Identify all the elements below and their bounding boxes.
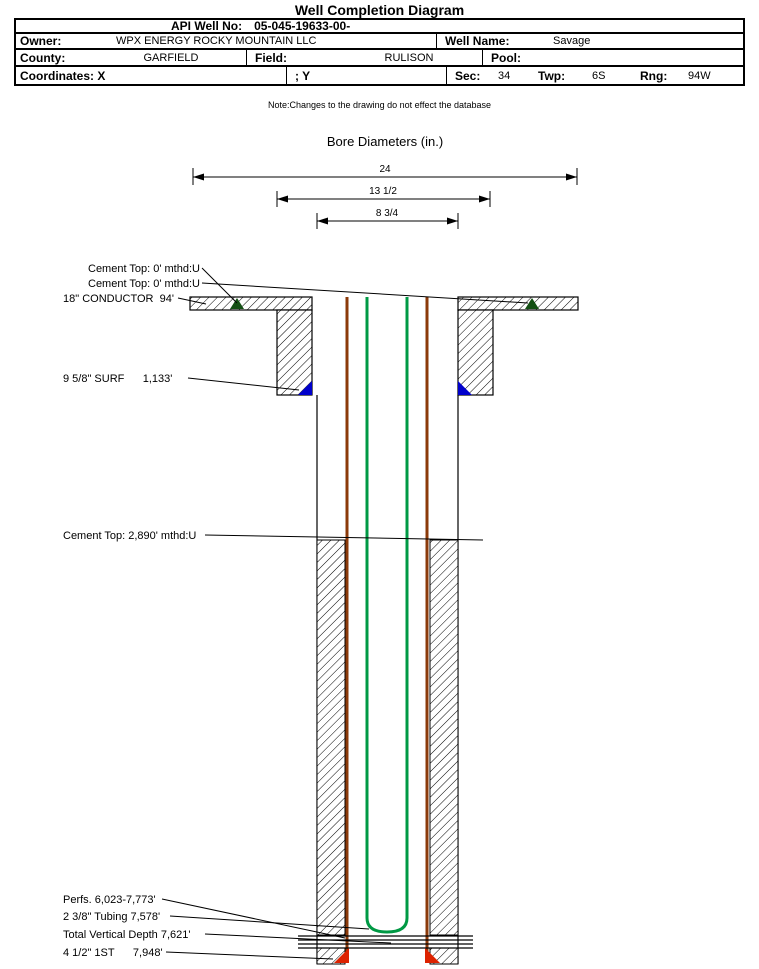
leader-perforations bbox=[161, 898, 346, 939]
label-cement-top-conductor: Cement Top: 0' mthd:U bbox=[88, 263, 200, 275]
api-value: 05-045-19633-00- bbox=[254, 20, 351, 33]
dim-arrow-left bbox=[317, 217, 328, 225]
page-title: Well Completion Diagram bbox=[294, 2, 465, 18]
production-shoe-right-icon bbox=[425, 948, 440, 963]
bore-dim-label-24: 24 bbox=[379, 164, 391, 175]
dim-arrow-right bbox=[566, 173, 577, 181]
pool-label: Pool: bbox=[482, 50, 743, 65]
leader-lines bbox=[161, 267, 529, 960]
leader-conductor bbox=[177, 297, 207, 305]
conductor-flange-right bbox=[457, 296, 579, 311]
owner-label: Owner: bbox=[20, 34, 62, 48]
label-cement-top-surface: Cement Top: 0' mthd:U bbox=[88, 278, 200, 290]
surface-casing-cement-left bbox=[276, 309, 313, 396]
well-info-table: API Well No: 05-045-19633-00- Owner: WPX… bbox=[14, 18, 745, 86]
county-value: GARFIELD bbox=[143, 51, 199, 64]
owner-value: WPX ENERGY ROCKY MOUNTAIN LLC bbox=[116, 35, 317, 47]
tubing-string bbox=[365, 297, 409, 934]
coordinates-label: Coordinates: X bbox=[20, 68, 106, 83]
dim-arrow-right bbox=[447, 217, 458, 225]
label-tvd: Total Vertical Depth 7,621' bbox=[63, 929, 190, 941]
dim-arrow-left bbox=[193, 173, 204, 181]
leader-tvd bbox=[204, 933, 392, 944]
bore-diameters-title: Bore Diameters (in.) bbox=[327, 134, 443, 149]
bore-dim-label-13-1-2: 13 1/2 bbox=[369, 186, 397, 197]
dim-arrow-right bbox=[479, 195, 490, 203]
label-tubing: 2 3/8" Tubing 7,578' bbox=[63, 911, 160, 923]
cement-top-marker-right bbox=[525, 298, 539, 309]
annotation-labels: Cement Top: 0' mthd:U Cement Top: 0' mth… bbox=[63, 263, 200, 959]
bore-diameters-section: Bore Diameters (in.) 24 13 1/2 bbox=[192, 134, 578, 229]
conductor-flange-left bbox=[189, 296, 313, 311]
production-cement-right bbox=[429, 539, 459, 936]
production-cement-left bbox=[316, 539, 346, 936]
leader-cement-top-production bbox=[204, 534, 484, 541]
bore-dim-13-1-2: 13 1/2 bbox=[276, 186, 491, 207]
leader-cement-top-conductor bbox=[201, 267, 238, 304]
api-label: API Well No: bbox=[171, 20, 243, 33]
leader-production-casing bbox=[165, 951, 334, 960]
sec-label: Sec: bbox=[446, 67, 494, 84]
owner-row: Owner: WPX ENERGY ROCKY MOUNTAIN LLC Wel… bbox=[16, 34, 743, 50]
label-conductor: 18" CONDUCTOR 94' bbox=[63, 293, 174, 305]
note-text: Note:Changes to the drawing do not effec… bbox=[268, 100, 491, 110]
bore-dim-8-3-4: 8 3/4 bbox=[316, 208, 459, 229]
leader-tubing bbox=[169, 915, 370, 930]
bore-dim-24: 24 bbox=[192, 164, 578, 185]
well-name-label: Well Name: bbox=[436, 34, 541, 48]
coordinates-y-label: ; Y bbox=[286, 67, 446, 84]
field-label: Field: bbox=[246, 50, 336, 65]
production-shoe-left-icon bbox=[334, 948, 349, 963]
bore-dim-label-8-3-4: 8 3/4 bbox=[376, 208, 399, 219]
cement-top-marker-left bbox=[230, 298, 244, 309]
coordinates-row: Coordinates: X ; Y Sec: 34 Twp: 6S Rng: … bbox=[16, 67, 743, 86]
twp-value: 6S bbox=[592, 69, 606, 82]
surface-shoe-right-icon bbox=[458, 381, 472, 395]
perforation-lines bbox=[298, 935, 473, 949]
sec-value: 34 bbox=[498, 69, 511, 82]
rng-value: 94W bbox=[688, 69, 711, 82]
label-cement-top-production: Cement Top: 2,890' mthd:U bbox=[63, 530, 196, 542]
well-name-value: Savage bbox=[553, 35, 591, 47]
api-row: API Well No: 05-045-19633-00- bbox=[16, 20, 743, 34]
leader-cement-top-surface bbox=[201, 282, 529, 304]
field-value: RULISON bbox=[384, 51, 434, 64]
label-production-casing: 4 1/2" 1ST 7,948' bbox=[63, 947, 163, 959]
surface-shoe-left-icon bbox=[298, 381, 312, 395]
label-surface-casing: 9 5/8" SURF 1,133' bbox=[63, 373, 172, 385]
rng-label: Rng: bbox=[640, 68, 668, 83]
label-perforations: Perfs. 6,023-7,773' bbox=[63, 894, 156, 906]
dim-arrow-left bbox=[277, 195, 288, 203]
surface-casing-cement-right bbox=[457, 309, 494, 396]
county-row: County: GARFIELD Field: RULISON Pool: bbox=[16, 50, 743, 67]
leader-surface-casing bbox=[187, 377, 300, 391]
well-diagram-svg: Bore Diameters (in.) 24 13 1/2 bbox=[63, 134, 579, 965]
county-label: County: bbox=[20, 50, 66, 65]
twp-label: Twp: bbox=[538, 68, 566, 83]
